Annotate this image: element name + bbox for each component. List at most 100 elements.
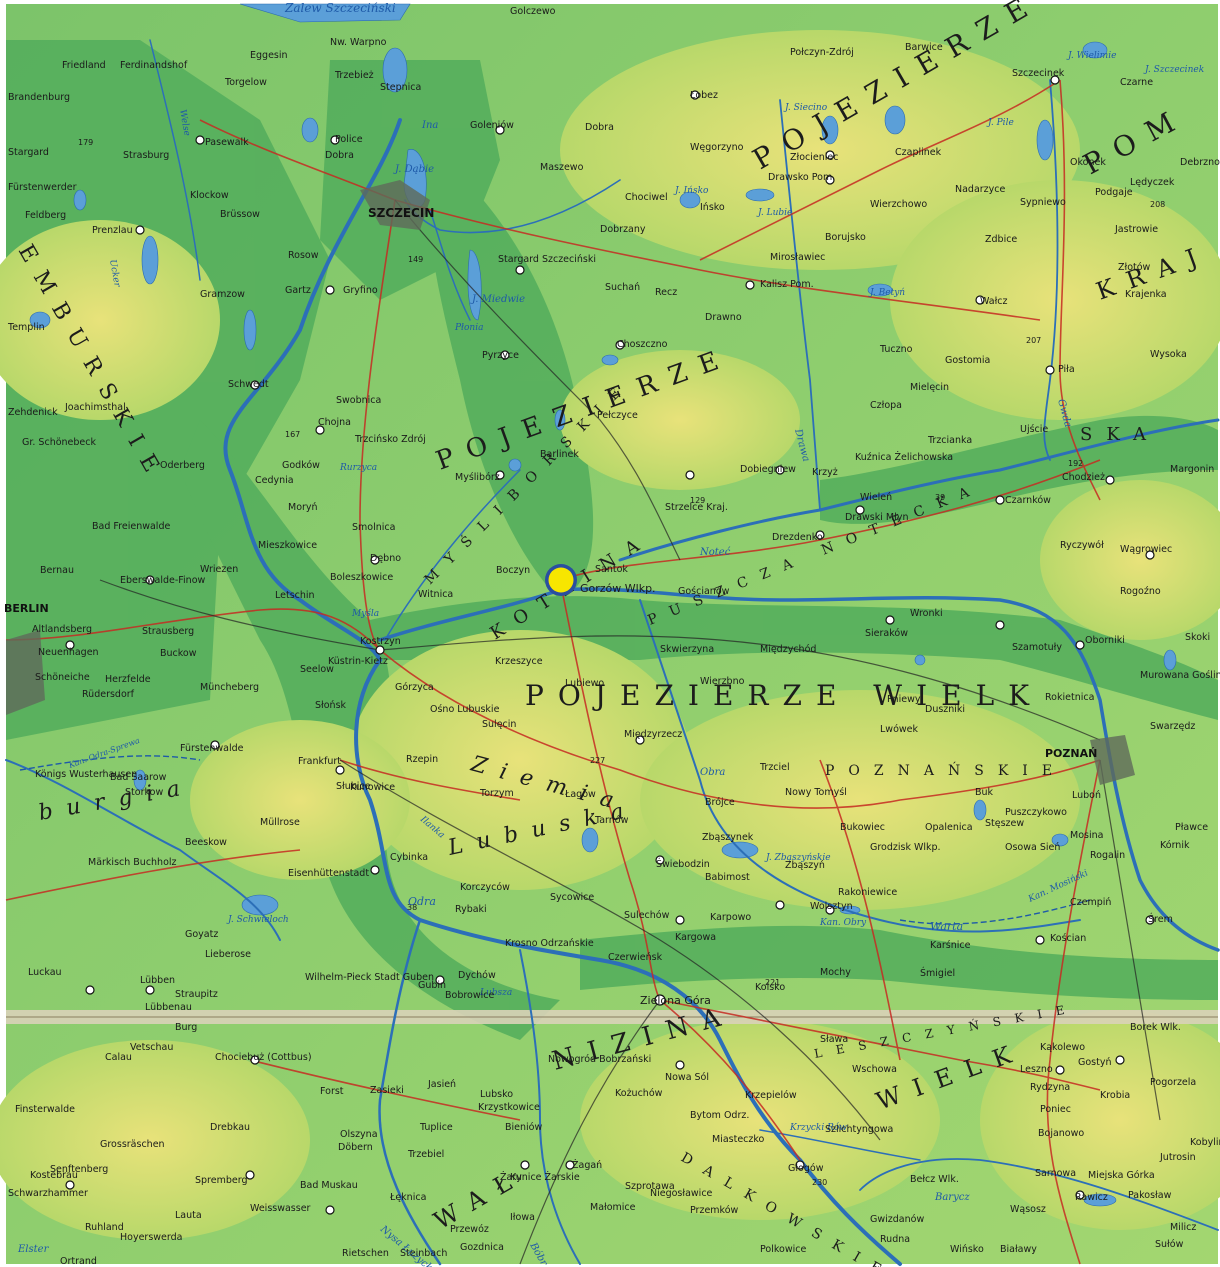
svg-text:Brüssow: Brüssow <box>220 209 260 220</box>
svg-text:Elster: Elster <box>17 1244 50 1255</box>
svg-text:Obra: Obra <box>700 767 725 778</box>
svg-text:167: 167 <box>285 430 300 439</box>
svg-text:Myśla: Myśla <box>351 608 379 619</box>
svg-text:Gr. Schönebeck: Gr. Schönebeck <box>22 437 96 448</box>
svg-text:Smolnica: Smolnica <box>352 522 395 533</box>
svg-text:Odra: Odra <box>408 895 436 908</box>
svg-text:Kan. Obry: Kan. Obry <box>819 918 867 928</box>
spot-heights: 179 149 167 129 39 192 207 208 227 38 22… <box>78 138 1165 1187</box>
svg-text:Dębno: Dębno <box>370 553 401 564</box>
svg-text:Chociebuż (Cottbus): Chociebuż (Cottbus) <box>215 1052 312 1063</box>
svg-text:Połczyn-Zdrój: Połczyn-Zdrój <box>790 47 854 58</box>
svg-text:Küstrin-Kietz: Küstrin-Kietz <box>328 656 388 667</box>
roads <box>5 79 1101 1265</box>
svg-text:Neuenhagen: Neuenhagen <box>38 647 99 658</box>
svg-text:Eisenhüttenstadt: Eisenhüttenstadt <box>288 868 369 879</box>
svg-text:Strausberg: Strausberg <box>142 626 194 637</box>
svg-text:Rosow: Rosow <box>288 250 319 261</box>
svg-text:Dobra: Dobra <box>325 150 354 161</box>
svg-text:Nw. Warpno: Nw. Warpno <box>330 37 387 48</box>
svg-text:Pogorzela: Pogorzela <box>1150 1077 1196 1088</box>
svg-text:Gościanów: Gościanów <box>678 586 730 597</box>
svg-text:Olszyna: Olszyna <box>340 1129 378 1140</box>
svg-text:Gwizdanów: Gwizdanów <box>870 1214 924 1225</box>
svg-text:Rogoźno: Rogoźno <box>1120 586 1161 597</box>
major-city-labels: SZCZECIN BERLIN POZNAŃ Zielona Góra Gorz… <box>4 206 1097 1007</box>
svg-text:Maszewo: Maszewo <box>540 162 584 173</box>
svg-text:Nowy Tomyśl: Nowy Tomyśl <box>785 787 847 798</box>
svg-text:POZNAŃ: POZNAŃ <box>1045 747 1097 760</box>
svg-text:Wieleń: Wieleń <box>860 492 892 503</box>
svg-text:Trzcińsko Zdrój: Trzcińsko Zdrój <box>354 434 426 445</box>
svg-text:Kostrzyn: Kostrzyn <box>360 636 401 647</box>
svg-text:Śrem: Śrem <box>1148 913 1173 925</box>
svg-text:Stargard Szczeciński: Stargard Szczeciński <box>498 254 596 265</box>
svg-text:Borek Wlk.: Borek Wlk. <box>1130 1022 1181 1033</box>
svg-text:J. Miedwie: J. Miedwie <box>470 294 525 305</box>
svg-text:Weisswasser: Weisswasser <box>250 1203 311 1214</box>
svg-text:Schöneiche: Schöneiche <box>35 672 90 683</box>
svg-text:Luboń: Luboń <box>1072 790 1101 801</box>
svg-text:Wąsosz: Wąsosz <box>1010 1204 1046 1215</box>
svg-text:Gozdnica: Gozdnica <box>460 1242 504 1253</box>
svg-text:Ujście: Ujście <box>1020 424 1048 435</box>
svg-text:Recz: Recz <box>655 287 677 298</box>
svg-text:Godków: Godków <box>282 460 320 471</box>
svg-text:Feldberg: Feldberg <box>25 210 66 221</box>
svg-text:Boleszkowice: Boleszkowice <box>330 572 393 583</box>
svg-text:Trzebież: Trzebież <box>334 70 374 81</box>
svg-text:Mirosławiec: Mirosławiec <box>770 252 825 263</box>
svg-text:Tuczno: Tuczno <box>879 344 913 355</box>
svg-text:Przemków: Przemków <box>690 1205 739 1216</box>
svg-text:Krosno Odrzańskie: Krosno Odrzańskie <box>505 938 594 949</box>
river-krzycki <box>759 1129 921 1161</box>
svg-text:Märkisch Buchholz: Märkisch Buchholz <box>88 857 177 868</box>
svg-text:Stargard: Stargard <box>8 147 49 158</box>
town-labels: Kostrzyn Küstrin-Kietz Frankfurt Słubice… <box>7 6 1220 1267</box>
svg-text:Storkow: Storkow <box>125 787 163 798</box>
svg-text:Rudna: Rudna <box>880 1234 910 1245</box>
svg-text:Goleniów: Goleniów <box>470 120 514 131</box>
svg-text:Pakosław: Pakosław <box>1128 1190 1172 1201</box>
svg-text:Wysoka: Wysoka <box>1150 349 1187 360</box>
svg-text:Suchań: Suchań <box>605 282 640 293</box>
svg-text:Wierzbno: Wierzbno <box>700 676 745 687</box>
river-notec <box>618 418 1220 562</box>
svg-text:Drawno: Drawno <box>705 312 742 323</box>
svg-text:Sława: Sława <box>820 1034 848 1045</box>
svg-text:Nowogród Bobrzański: Nowogród Bobrzański <box>548 1054 651 1065</box>
svg-text:Lübbenau: Lübbenau <box>145 1002 192 1013</box>
svg-text:SZCZECIN: SZCZECIN <box>368 206 434 220</box>
svg-text:Wińsko: Wińsko <box>950 1244 984 1255</box>
svg-text:Fürstenwalde: Fürstenwalde <box>180 743 244 754</box>
berlin-urban <box>6 630 45 715</box>
svg-text:Joachimsthal: Joachimsthal <box>64 402 126 413</box>
svg-text:Zbąszyń: Zbąszyń <box>785 860 825 871</box>
svg-text:Czarnków: Czarnków <box>1005 495 1051 506</box>
svg-text:Międzyrzecz: Międzyrzecz <box>624 729 682 740</box>
svg-text:Goyatz: Goyatz <box>185 929 218 940</box>
svg-text:Chodzież: Chodzież <box>1062 472 1105 483</box>
svg-text:Barycz: Barycz <box>934 1192 970 1203</box>
svg-text:Buk: Buk <box>975 787 994 798</box>
svg-text:221: 221 <box>765 978 780 987</box>
svg-text:Łęknica: Łęknica <box>389 1192 426 1203</box>
svg-text:Torgelow: Torgelow <box>224 77 267 88</box>
svg-text:Rogalin: Rogalin <box>1090 850 1125 861</box>
location-marker[interactable] <box>545 564 577 596</box>
svg-text:Wierzchowo: Wierzchowo <box>870 199 927 210</box>
river-drawa <box>779 99 821 511</box>
svg-text:Spremberg: Spremberg <box>195 1175 248 1186</box>
svg-text:Bytom Odrz.: Bytom Odrz. <box>690 1110 749 1121</box>
svg-text:Dobra: Dobra <box>585 122 614 133</box>
svg-text:Okonek: Okonek <box>1070 157 1106 168</box>
svg-text:Pyrzyce: Pyrzyce <box>482 350 519 361</box>
svg-text:Drawsko Pom.: Drawsko Pom. <box>768 172 835 183</box>
svg-text:Debrzno: Debrzno <box>1180 157 1220 168</box>
svg-text:Ferdinandshof: Ferdinandshof <box>120 60 188 71</box>
svg-text:Wronki: Wronki <box>910 608 943 619</box>
svg-text:Lübben: Lübben <box>140 975 175 986</box>
poznan-urban <box>1090 735 1135 785</box>
svg-text:Złocieniec: Złocieniec <box>790 152 838 163</box>
svg-text:Lędyczek: Lędyczek <box>1130 177 1175 188</box>
